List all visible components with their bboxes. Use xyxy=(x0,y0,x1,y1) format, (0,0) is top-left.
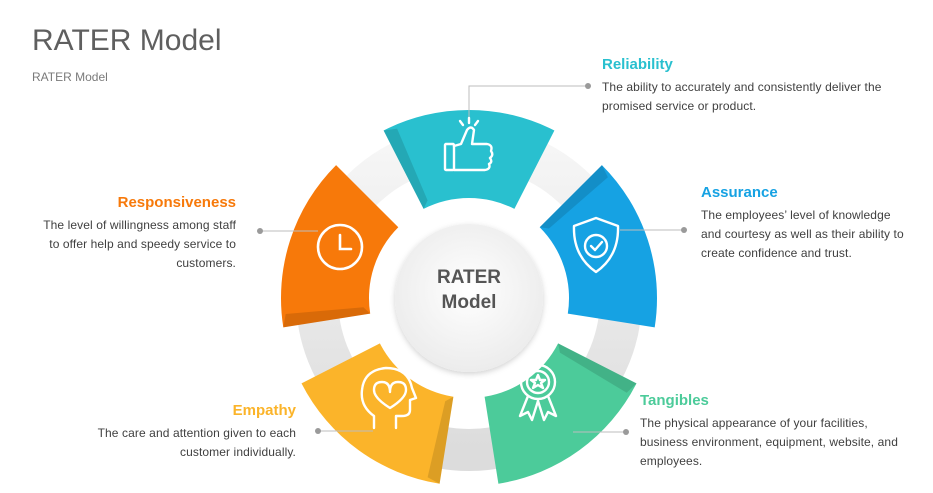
center-circle xyxy=(395,224,543,372)
item-reliability-title: Reliability xyxy=(602,56,673,73)
shield-check-icon xyxy=(572,216,620,274)
clock-icon xyxy=(316,223,364,271)
item-reliability: Reliability The ability to accurately an… xyxy=(602,56,902,116)
page-subtitle: RATER Model xyxy=(32,70,108,84)
segment-fold-reliability xyxy=(383,128,428,209)
item-assurance-title: Assurance xyxy=(701,184,778,201)
item-empathy-title: Empathy xyxy=(232,402,296,419)
head-heart-icon xyxy=(360,366,418,430)
item-responsiveness-title: Responsiveness xyxy=(117,194,236,211)
item-tangibles-description: The physical appearance of your faciliti… xyxy=(640,416,898,468)
item-assurance-description: The employees’ level of knowledge and co… xyxy=(701,208,904,260)
connector-dots xyxy=(257,83,687,435)
award-ribbon-icon xyxy=(518,363,558,422)
item-assurance: Assurance The employees’ level of knowle… xyxy=(701,184,913,263)
item-reliability-description: The ability to accurately and consistent… xyxy=(602,80,882,113)
item-responsiveness-description: The level of willingness among staff to … xyxy=(43,218,236,270)
segment-empathy xyxy=(301,343,454,484)
item-tangibles: Tangibles The physical appearance of you… xyxy=(640,392,908,471)
page-title: RATER Model xyxy=(32,24,222,57)
item-responsiveness: Responsiveness The level of willingness … xyxy=(40,194,236,273)
item-empathy-description: The care and attention given to each cus… xyxy=(97,426,296,459)
segment-fold-responsiveness xyxy=(283,307,371,328)
segment-fold-assurance xyxy=(539,165,608,229)
thumbs-up-icon xyxy=(443,116,494,172)
segment-fold-empathy xyxy=(427,396,454,484)
item-empathy: Empathy The care and attention given to … xyxy=(60,402,296,462)
segment-tangibles xyxy=(484,343,637,484)
item-tangibles-title: Tangibles xyxy=(640,392,709,409)
segment-reliability xyxy=(383,109,555,209)
center-label-line1: RATER xyxy=(437,267,501,288)
connector-lines xyxy=(260,85,684,433)
center-label-line2: Model xyxy=(442,292,497,313)
segment-fold-tangibles xyxy=(558,343,637,393)
